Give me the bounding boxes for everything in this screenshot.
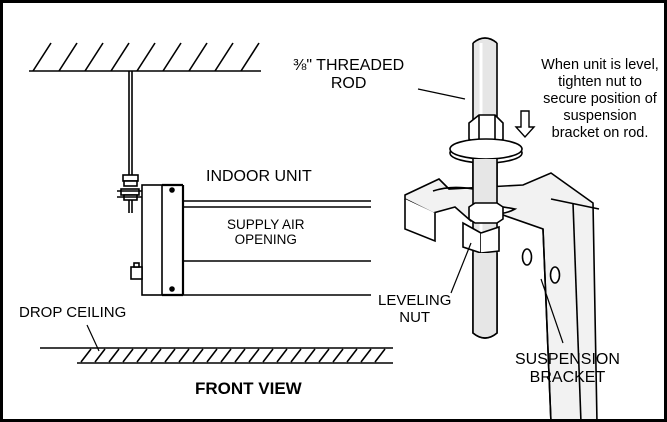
- indoor-unit-label: INDOOR UNIT: [206, 168, 312, 185]
- rod-lower: [472, 253, 498, 339]
- suspension-bracket-label: SUSPENSION BRACKET: [515, 351, 620, 386]
- drop-ceiling-label: DROP CEILING: [19, 304, 127, 321]
- diagram-artwork: [29, 37, 600, 419]
- threaded-rod-label: ⅜" THREADED ROD: [293, 57, 405, 92]
- indoor-unit-side: [117, 183, 185, 297]
- washer: [449, 138, 523, 164]
- front-view-title: FRONT VIEW: [195, 379, 302, 398]
- indoor-unit-outline: [183, 200, 371, 296]
- supply-air-opening-label: SUPPLY AIR OPENING: [227, 217, 305, 247]
- bracket-leader: [540, 278, 564, 344]
- drop-ceiling-leader: [86, 324, 100, 352]
- arrow-down-icon: [514, 110, 536, 139]
- front-view-drawing: [29, 42, 393, 364]
- drop-ceiling: [40, 347, 393, 364]
- leveling-nut-label: LEVELING NUT: [378, 292, 452, 326]
- detail-drawing: [404, 37, 600, 419]
- leveling-nut-leader: [450, 242, 472, 294]
- leveling-nut: [468, 202, 504, 224]
- rod-middle: [472, 159, 498, 206]
- ceiling-hatch: [29, 42, 261, 72]
- rod-leader: [417, 88, 466, 100]
- tighten-note: When unit is level, tighten nut to secur…: [541, 57, 659, 142]
